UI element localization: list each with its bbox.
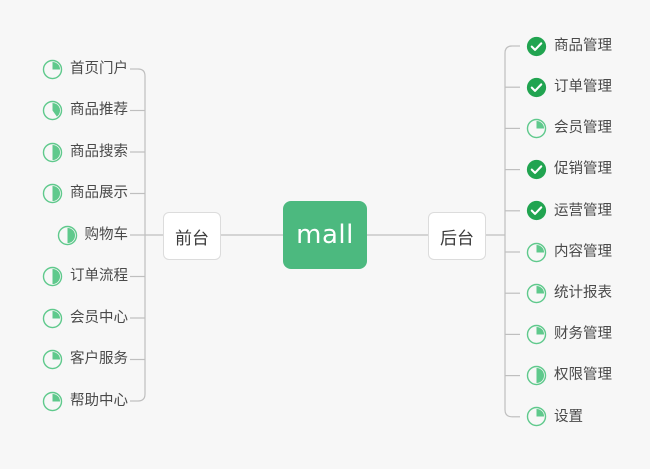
progress-pie-icon [42,391,63,411]
progress-pie-icon [42,142,63,162]
leaf-node-label: 内容管理 [554,243,612,260]
check-circle-icon [526,36,547,56]
leaf-node-frontend-0[interactable]: 首页门户 [42,58,128,80]
leaf-node-label: 客户服务 [70,351,128,368]
leaf-node-backend-9[interactable]: 设置 [526,406,583,428]
leaf-node-label: 订单管理 [554,78,612,95]
leaf-node-label: 商品展示 [70,185,128,202]
leaf-node-label: 运营管理 [554,202,612,219]
leaf-node-frontend-7[interactable]: 客户服务 [42,349,128,371]
progress-pie-icon [42,183,63,204]
check-circle-icon [526,201,547,221]
leaf-node-label: 帮助中心 [70,392,128,409]
progress-pie-icon [57,225,77,245]
leaf-node-label: 统计报表 [554,284,612,301]
progress-pie-icon [42,349,63,370]
progress-pie-icon [526,407,547,427]
branch-node-frontend[interactable]: 前台 [163,212,221,260]
leaf-node-label: 首页门户 [70,60,128,77]
leaf-node-backend-8[interactable]: 权限管理 [526,365,612,387]
leaf-node-frontend-2[interactable]: 商品搜索 [42,141,128,163]
leaf-node-frontend-5[interactable]: 订单流程 [42,266,128,288]
branch-node-label-frontend: 前台 [175,228,209,249]
leaf-node-backend-6[interactable]: 统计报表 [526,282,612,304]
leaf-node-frontend-4[interactable]: 购物车 [57,224,129,246]
leaf-node-backend-1[interactable]: 订单管理 [526,76,612,98]
leaf-node-label: 购物车 [84,226,129,243]
leaf-node-backend-7[interactable]: 财务管理 [526,323,612,345]
leaf-node-label: 财务管理 [554,326,612,343]
check-circle-icon [526,77,547,97]
progress-pie-icon [526,324,547,345]
progress-pie-icon [526,283,547,303]
leaf-node-backend-0[interactable]: 商品管理 [526,35,612,57]
progress-pie-icon [42,100,63,121]
leaf-node-backend-5[interactable]: 内容管理 [526,241,612,263]
branch-node-backend[interactable]: 后台 [428,212,486,260]
branch-node-label-backend: 后台 [440,228,474,249]
leaf-node-label: 促销管理 [554,161,612,178]
progress-pie-icon [42,59,63,79]
leaf-node-frontend-1[interactable]: 商品推荐 [42,100,128,122]
leaf-node-backend-3[interactable]: 促销管理 [526,159,612,181]
root-node-mall[interactable]: mall [283,201,367,269]
leaf-node-backend-2[interactable]: 会员管理 [526,117,612,139]
leaf-node-frontend-3[interactable]: 商品展示 [42,183,128,205]
leaf-node-frontend-6[interactable]: 会员中心 [42,307,128,329]
root-node-label: mall [296,220,354,250]
spine-frontend [137,68,146,402]
progress-pie-icon [42,266,63,287]
leaf-node-label: 设置 [554,408,583,425]
progress-pie-icon [526,365,547,386]
progress-pie-icon [526,118,547,139]
leaf-node-label: 商品搜索 [70,143,128,160]
leaf-node-label: 商品管理 [554,37,612,54]
leaf-node-label: 权限管理 [554,367,612,384]
check-circle-icon [526,159,547,180]
leaf-node-frontend-8[interactable]: 帮助中心 [42,390,128,412]
leaf-node-backend-4[interactable]: 运营管理 [526,200,612,222]
progress-pie-icon [526,242,547,262]
spine-backend [504,45,513,418]
leaf-node-label: 会员管理 [554,120,612,137]
leaf-node-label: 会员中心 [70,309,128,326]
leaf-node-label: 订单流程 [70,268,128,285]
progress-pie-icon [42,308,63,328]
leaf-node-label: 商品推荐 [70,102,128,119]
